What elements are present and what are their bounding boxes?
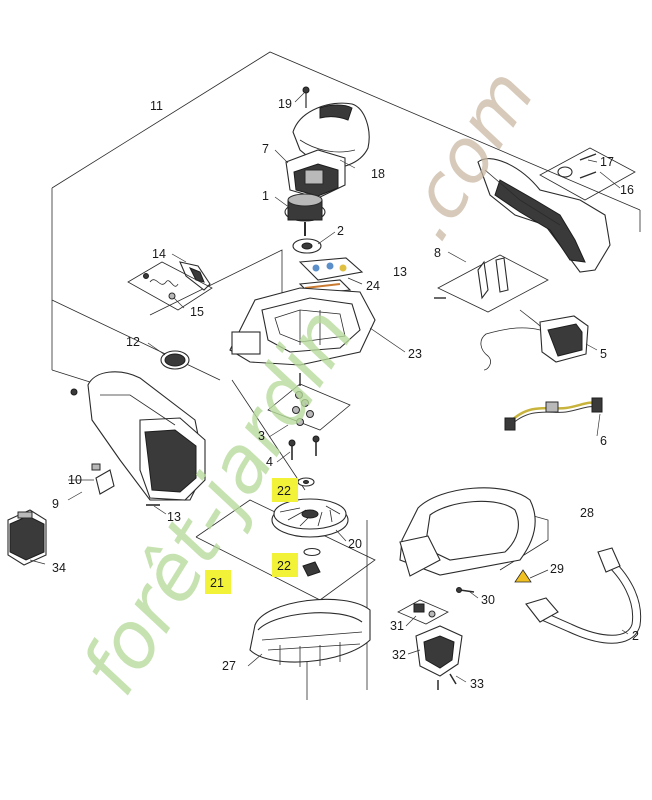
callout-16: 16	[620, 183, 634, 197]
callout-leaders	[29, 92, 629, 683]
battery-pack	[7, 509, 47, 566]
air-guide-ring	[249, 598, 371, 667]
fan-impeller	[271, 498, 349, 538]
callout-28: 28	[580, 506, 594, 520]
logo-badge	[160, 350, 190, 370]
switch-lever	[179, 261, 211, 291]
callout-18: 18	[371, 167, 385, 181]
blower-pipe	[525, 547, 642, 644]
watermark-domain: .com	[382, 55, 551, 255]
screw-set	[267, 373, 351, 431]
highlight-boxes	[205, 478, 298, 594]
nut-set	[539, 147, 636, 201]
callout-2-pipe: 2	[632, 629, 639, 643]
callout-11: 11	[150, 99, 163, 113]
callout-34: 34	[52, 561, 66, 575]
callout-7: 7	[262, 142, 269, 156]
electronics-module	[480, 309, 589, 371]
blower-duct	[399, 487, 536, 577]
callout-22-upper: 22	[277, 484, 291, 498]
cable-clip	[91, 463, 160, 506]
callout-17: 17	[600, 155, 614, 169]
callout-13-upper: 13	[393, 265, 407, 279]
callout-29: 29	[550, 562, 564, 576]
trigger-parts	[397, 599, 449, 625]
callout-12: 12	[126, 335, 140, 349]
highlight-21	[205, 570, 231, 594]
callout-2: 2	[337, 224, 344, 238]
wiring-harness	[504, 397, 603, 431]
motor-housing	[285, 149, 346, 199]
right-handle-shell	[477, 158, 611, 273]
spring-parts	[127, 261, 213, 311]
callout-22-lower: 22	[277, 559, 291, 573]
callout-6: 6	[600, 434, 607, 448]
callout-10: 10	[68, 473, 82, 487]
callout-8: 8	[434, 246, 441, 260]
main-housing	[229, 287, 376, 366]
contact-kit	[434, 254, 549, 313]
trigger-housing	[415, 625, 463, 690]
callout-30: 30	[481, 593, 495, 607]
motor-armature	[284, 193, 326, 236]
callout-13-lower: 13	[167, 510, 181, 524]
callout-labels: 11 19 7 18 1 2 17 16 14 15 8 13 24 12 23…	[52, 97, 639, 691]
duct-screw	[456, 587, 475, 593]
callout-24: 24	[366, 279, 380, 293]
highlight-22-upper	[272, 478, 298, 502]
callout-27: 27	[222, 659, 236, 673]
callout-33: 33	[470, 677, 484, 691]
callout-3: 3	[258, 429, 265, 443]
highlight-22-lower	[272, 553, 298, 577]
callout-31: 31	[390, 619, 404, 633]
callout-5: 5	[600, 347, 607, 361]
washer-lower	[302, 547, 321, 577]
left-housing-half	[70, 371, 206, 501]
callout-20: 20	[348, 537, 362, 551]
callout-1: 1	[262, 189, 269, 203]
callout-14: 14	[152, 247, 166, 261]
callout-15: 15	[190, 305, 204, 319]
callout-4: 4	[266, 455, 273, 469]
warning-label	[514, 569, 532, 583]
callout-23: 23	[408, 347, 422, 361]
callout-32: 32	[392, 648, 406, 662]
assembly-boundary-lines	[51, 51, 641, 700]
callout-19: 19	[278, 97, 292, 111]
washer-upper	[297, 477, 315, 487]
bearing-plate	[292, 238, 322, 254]
callout-21: 21	[210, 576, 224, 590]
callout-9: 9	[52, 497, 59, 511]
fastening-screws	[288, 435, 320, 460]
